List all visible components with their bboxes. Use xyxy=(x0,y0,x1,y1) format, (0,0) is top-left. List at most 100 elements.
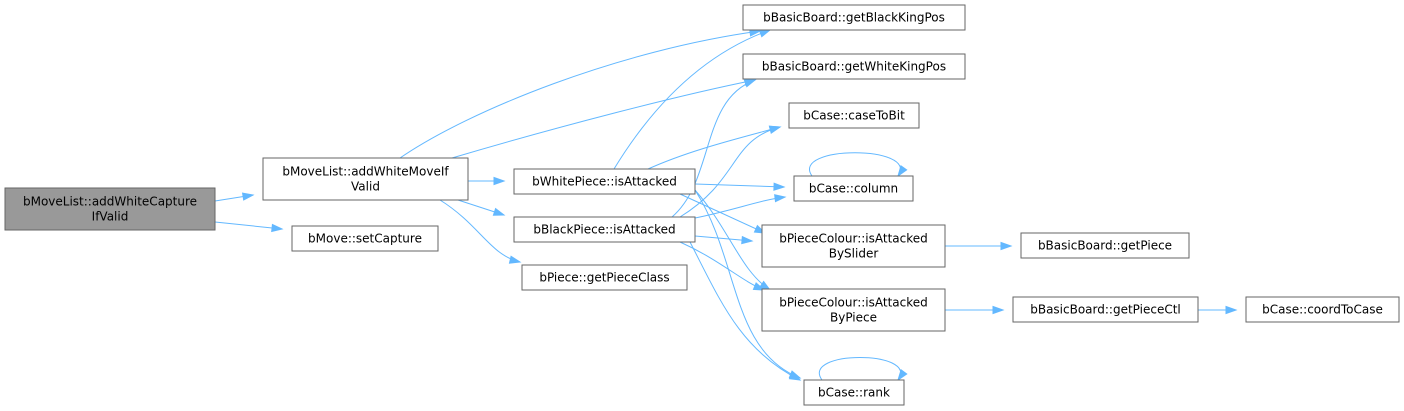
edge-root-to-addWhiteMoveIfValid xyxy=(214,192,255,202)
arrow-head-icon xyxy=(897,369,908,382)
node-coordToCase[interactable]: bCase::coordToCase xyxy=(1245,296,1400,323)
node-label: Valid xyxy=(351,180,380,194)
node-label: bBasicBoard::getPiece xyxy=(1038,239,1172,253)
node-box xyxy=(742,53,966,80)
edge-line xyxy=(689,241,801,381)
node-box xyxy=(761,288,946,332)
edge-rank-to-rank xyxy=(818,357,908,382)
edge-isAttackedByPiece-to-getPieceCtl xyxy=(945,305,1005,315)
arrow-head-icon xyxy=(897,165,908,178)
edge-blackIsAttacked-to-rank xyxy=(689,241,802,381)
node-label: bCase::coordToCase xyxy=(1262,303,1383,317)
node-whiteIsAttacked[interactable]: bWhitePiece::isAttacked xyxy=(513,168,696,195)
node-label: bMoveList::addWhiteMoveIf xyxy=(282,165,449,179)
node-getPieceClass[interactable]: bPiece::getPieceClass xyxy=(521,264,688,291)
node-label: bCase::caseToBit xyxy=(803,109,905,123)
edge-line xyxy=(679,193,766,234)
node-setCapture[interactable]: bMove::setCapture xyxy=(291,225,439,252)
node-label: bBasicBoard::getPieceCtl xyxy=(1030,303,1181,317)
arrow-head-icon xyxy=(774,194,787,203)
arrow-head-icon xyxy=(773,182,786,191)
node-box xyxy=(803,379,905,406)
arrow-head-icon xyxy=(1000,241,1013,251)
edge-line xyxy=(694,189,801,379)
node-box xyxy=(262,157,469,201)
arrow-head-icon xyxy=(271,223,284,233)
arrow-head-icon xyxy=(1225,305,1238,315)
edge-whiteIsAttacked-to-rank xyxy=(694,189,802,379)
node-box xyxy=(793,175,914,202)
node-box xyxy=(513,216,696,243)
arrow-head-icon xyxy=(992,305,1005,315)
node-getPieceCtl[interactable]: bBasicBoard::getPieceCtl xyxy=(1012,296,1199,323)
node-box xyxy=(513,168,696,195)
node-label: IfValid xyxy=(92,210,129,224)
edge-whiteIsAttacked-to-isAttackedByPiece xyxy=(694,189,772,291)
node-label: bPieceColour::isAttacked xyxy=(779,232,928,246)
node-label: bCase::column xyxy=(809,182,898,196)
edge-addWhiteMoveIfValid-to-getBlackKingPos xyxy=(399,28,762,159)
node-box xyxy=(788,102,920,129)
edge-line xyxy=(399,30,761,159)
node-getWhiteKingPos[interactable]: bBasicBoard::getWhiteKingPos xyxy=(742,53,966,80)
edges-layer xyxy=(214,28,1238,382)
edge-line xyxy=(647,126,781,170)
node-box xyxy=(291,225,439,252)
edge-line xyxy=(613,29,771,170)
edge-blackIsAttacked-to-getWhiteKingPos xyxy=(671,79,757,218)
arrow-head-icon xyxy=(788,371,802,381)
edge-blackIsAttacked-to-isAttackedBySlider xyxy=(694,235,754,245)
node-box xyxy=(4,187,216,231)
edge-column-to-column xyxy=(809,152,908,178)
arrow-head-icon xyxy=(758,29,772,38)
edge-addWhiteMoveIfValid-to-whiteIsAttacked xyxy=(468,176,506,186)
node-label: bBasicBoard::getWhiteKingPos xyxy=(762,60,946,74)
arrow-head-icon xyxy=(493,176,506,186)
node-box xyxy=(521,264,688,291)
edge-blackIsAttacked-to-isAttackedByPiece xyxy=(679,241,766,291)
node-label: bBasicBoard::getBlackKingPos xyxy=(763,11,945,25)
arrow-head-icon xyxy=(743,79,757,88)
node-label: bPieceColour::isAttacked xyxy=(779,296,928,310)
edge-line xyxy=(818,357,902,381)
edge-line xyxy=(214,221,283,230)
edge-whiteIsAttacked-to-caseToBit xyxy=(647,125,782,170)
node-label: bPiece::getPieceClass xyxy=(539,271,669,285)
edge-addWhiteMoveIfValid-to-blackIsAttacked xyxy=(457,199,506,216)
node-box xyxy=(761,224,946,268)
node-blackIsAttacked[interactable]: bBlackPiece::isAttacked xyxy=(513,216,696,243)
node-label: ByPiece xyxy=(830,311,877,325)
edge-line xyxy=(679,126,781,218)
edge-whiteIsAttacked-to-column xyxy=(694,182,786,191)
edge-line xyxy=(809,152,901,177)
node-getBlackKingPos[interactable]: bBasicBoard::getBlackKingPos xyxy=(742,4,966,31)
arrow-head-icon xyxy=(741,235,754,245)
node-label: bWhitePiece::isAttacked xyxy=(532,175,677,189)
arrow-head-icon xyxy=(508,255,522,264)
edge-getPieceCtl-to-coordToCase xyxy=(1198,305,1238,315)
node-rank[interactable]: bCase::rank xyxy=(803,379,905,406)
node-box xyxy=(1020,232,1190,259)
arrow-head-icon xyxy=(768,125,782,134)
arrow-head-icon xyxy=(241,192,255,201)
node-label: bCase::rank xyxy=(818,386,890,400)
node-label: bMove::setCapture xyxy=(308,232,422,246)
edge-line xyxy=(694,189,771,291)
edge-line xyxy=(439,199,521,263)
edge-addWhiteMoveIfValid-to-getPieceClass xyxy=(439,199,522,264)
node-label: BySlider xyxy=(829,247,879,261)
arrow-head-icon xyxy=(492,207,506,216)
edge-line xyxy=(694,183,785,188)
node-column[interactable]: bCase::column xyxy=(793,175,914,202)
arrow-head-icon xyxy=(752,282,766,291)
node-caseToBit[interactable]: bCase::caseToBit xyxy=(788,102,920,129)
edge-line xyxy=(671,79,756,218)
edge-blackIsAttacked-to-column xyxy=(694,194,787,219)
node-getPiece[interactable]: bBasicBoard::getPiece xyxy=(1020,232,1190,259)
